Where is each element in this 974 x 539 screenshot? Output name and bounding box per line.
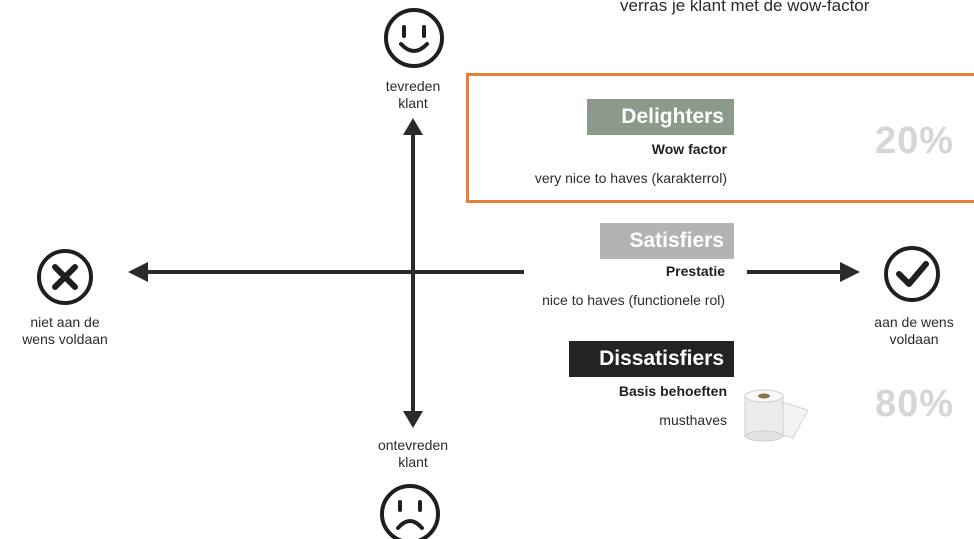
satisfiers-subtitle: Prestatie bbox=[665, 263, 725, 279]
left-axis-label: niet aan de wens voldaan bbox=[0, 314, 130, 348]
arrow-left bbox=[128, 262, 148, 282]
arrow-right bbox=[840, 262, 860, 282]
satisfiers-title: Satisfiers bbox=[600, 223, 734, 259]
delighters-highlight-box bbox=[466, 73, 974, 203]
bottom-axis-label-line-2: klant bbox=[398, 454, 428, 470]
right-axis-label-line-2: voldaan bbox=[889, 331, 939, 347]
top-axis-label: tevreden klant bbox=[348, 78, 478, 112]
right-axis-label: aan de wens voldaan bbox=[849, 314, 974, 348]
delighters-subtitle: Wow factor bbox=[651, 141, 727, 157]
check-circle-icon bbox=[884, 246, 940, 302]
top-axis-label-line-2: klant bbox=[398, 95, 428, 111]
left-axis-label-line-1: niet aan de bbox=[30, 314, 100, 330]
arrow-down bbox=[403, 411, 423, 428]
dissatisfiers-description: musthaves bbox=[659, 412, 727, 428]
toilet-paper-icon bbox=[744, 389, 809, 442]
bottom-axis-label: ontevreden klant bbox=[348, 437, 478, 471]
dissatisfiers-subtitle: Basis behoeften bbox=[618, 383, 727, 399]
smiley-sad-icon bbox=[380, 484, 440, 539]
satisfiers-description: nice to haves (functionele rol) bbox=[542, 292, 725, 308]
top-axis-label-line-1: tevreden bbox=[385, 78, 441, 94]
arrow-up bbox=[403, 118, 423, 135]
dissatisfiers-title: Dissatisfiers bbox=[569, 341, 734, 377]
left-axis-label-line-2: wens voldaan bbox=[22, 331, 108, 347]
x-circle-icon bbox=[37, 249, 93, 305]
delighters-description: very nice to haves (karakterrol) bbox=[534, 170, 727, 186]
top-caption: verras je klant met de wow-factor bbox=[620, 0, 870, 15]
percentage-top: 20% bbox=[875, 120, 955, 162]
right-axis-label-line-1: aan de wens bbox=[874, 314, 954, 330]
bottom-axis-label-line-1: ontevreden bbox=[377, 437, 449, 453]
percentage-bottom: 80% bbox=[875, 383, 955, 425]
delighters-title: Delighters bbox=[587, 99, 734, 135]
smiley-happy-icon bbox=[384, 8, 444, 68]
